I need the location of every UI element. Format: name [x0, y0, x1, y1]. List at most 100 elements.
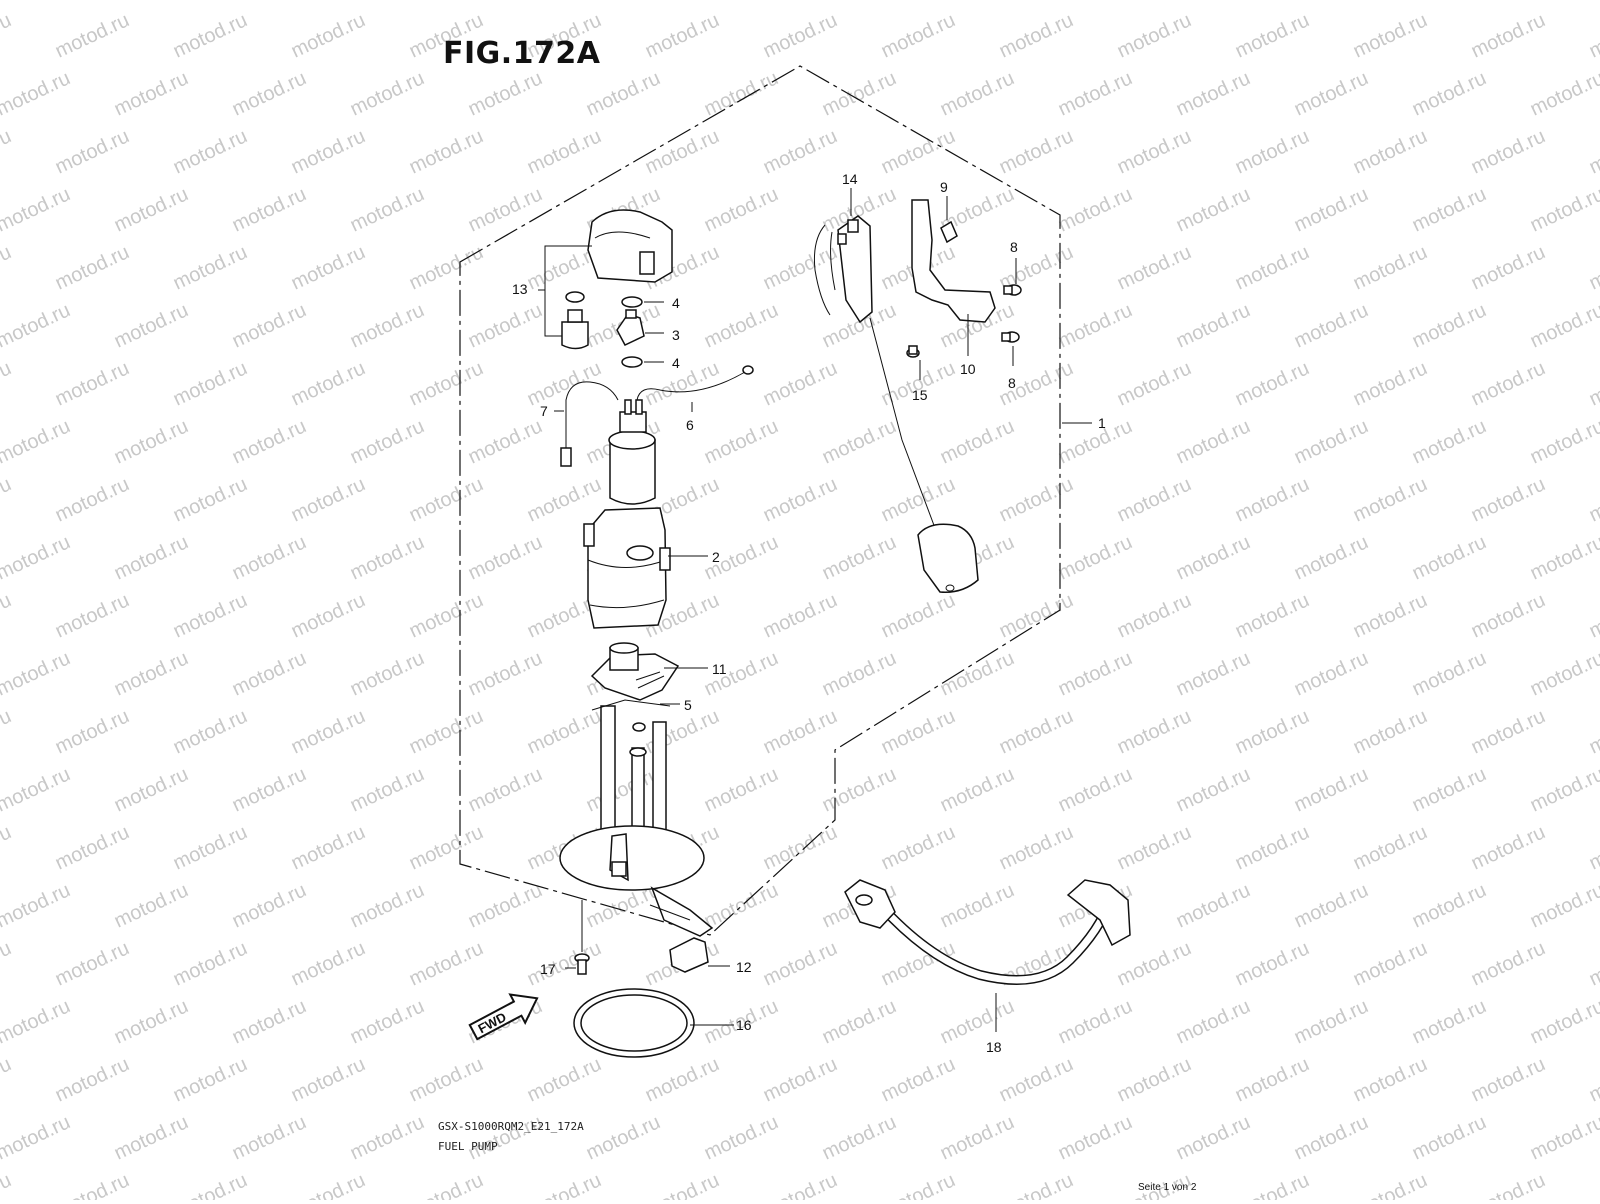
watermark-text: motod.ru — [1114, 705, 1195, 758]
o-ring-4a — [621, 296, 643, 308]
watermark-text: motod.ru — [0, 1111, 74, 1164]
watermark-text: motod.ru — [1527, 1111, 1600, 1164]
watermark-text: motod.ru — [0, 1053, 15, 1106]
watermark-text: motod.ru — [52, 937, 133, 990]
watermark-text: motod.ru — [760, 125, 841, 178]
watermark-text: motod.ru — [347, 647, 428, 700]
watermark-text: motod.ru — [760, 1169, 841, 1200]
watermark-text: motod.ru — [1173, 67, 1254, 120]
watermark-text: motod.ru — [0, 879, 74, 932]
bolt-17 — [574, 953, 590, 975]
model-code: GSX-S1000RQM2_E21_172A — [438, 1120, 584, 1133]
watermark-text: motod.ru — [1291, 763, 1372, 816]
watermark-text: motod.ru — [465, 415, 546, 468]
watermark-text: motod.ru — [819, 415, 900, 468]
watermark-text: motod.ru — [1232, 589, 1313, 642]
watermark-text: motod.ru — [1586, 1053, 1600, 1106]
watermark-text: motod.ru — [524, 1053, 605, 1106]
pad-12 — [669, 937, 709, 973]
fuel-level-sender — [814, 215, 979, 593]
watermark-text: motod.ru — [760, 821, 841, 874]
watermark-text: motod.ru — [878, 1053, 959, 1106]
watermark-text: motod.ru — [642, 1169, 723, 1200]
watermark-text: motod.ru — [229, 299, 310, 352]
watermark-text: motod.ru — [937, 415, 1018, 468]
watermark-text: motod.ru — [52, 473, 133, 526]
watermark-text: motod.ru — [1173, 647, 1254, 700]
watermark-text: motod.ru — [996, 1053, 1077, 1106]
watermark-text: motod.ru — [0, 821, 15, 874]
watermark-text: motod.ru — [288, 1169, 369, 1200]
watermark-text: motod.ru — [0, 589, 15, 642]
watermark-text: motod.ru — [1173, 299, 1254, 352]
watermark-text: motod.ru — [937, 0, 1018, 5]
watermark-text: motod.ru — [1350, 589, 1431, 642]
watermark-text: motod.ru — [52, 1169, 133, 1200]
watermark-text: motod.ru — [288, 705, 369, 758]
watermark-text: motod.ru — [583, 67, 664, 120]
watermark-text: motod.ru — [1291, 1111, 1372, 1164]
watermark-text: motod.ru — [1291, 0, 1372, 5]
callout-18: 18 — [986, 1039, 1002, 1055]
pump-base-flange — [559, 699, 714, 937]
watermark-text: motod.ru — [1291, 415, 1372, 468]
watermark-text: motod.ru — [1055, 0, 1136, 5]
watermark-text: motod.ru — [229, 67, 310, 120]
watermark-text: motod.ru — [347, 0, 428, 5]
watermark-text: motod.ru — [1173, 183, 1254, 236]
watermark-text: motod.ru — [701, 299, 782, 352]
watermark-text: motod.ru — [878, 473, 959, 526]
watermark-text: motod.ru — [229, 415, 310, 468]
watermark-text: motod.ru — [1232, 357, 1313, 410]
watermark-text: motod.ru — [937, 763, 1018, 816]
watermark-text: motod.ru — [0, 357, 15, 410]
callout-7: 7 — [540, 403, 548, 419]
fuel-pump-motor — [608, 399, 656, 505]
watermark-text: motod.ru — [1409, 67, 1490, 120]
watermark-text: motod.ru — [701, 879, 782, 932]
watermark-text: motod.ru — [347, 879, 428, 932]
watermark-text: motod.ru — [1527, 647, 1600, 700]
watermark-text: motod.ru — [1232, 241, 1313, 294]
watermark-text: motod.ru — [52, 1053, 133, 1106]
callout-5: 5 — [684, 697, 692, 713]
watermark-text: motod.ru — [0, 995, 74, 1048]
callout-6: 6 — [686, 417, 694, 433]
watermark-text: motod.ru — [1350, 1053, 1431, 1106]
watermark-text: motod.ru — [1586, 241, 1600, 294]
watermark-text: motod.ru — [465, 879, 546, 932]
watermark-text: motod.ru — [111, 299, 192, 352]
bolt-8b — [1001, 331, 1020, 343]
watermark-text: motod.ru — [1173, 763, 1254, 816]
watermark-text: motod.ru — [1232, 9, 1313, 62]
watermark-text: motod.ru — [819, 647, 900, 700]
callout-4b: 4 — [672, 355, 680, 371]
watermark-text: motod.ru — [1114, 937, 1195, 990]
assembly-outline — [459, 65, 1061, 936]
watermark-text: motod.ru — [288, 937, 369, 990]
watermark-text: motod.ru — [996, 589, 1077, 642]
watermark-text: motod.ru — [52, 241, 133, 294]
watermark-text: motod.ru — [347, 763, 428, 816]
watermark-text: motod.ru — [0, 705, 15, 758]
watermark-text: motod.ru — [524, 473, 605, 526]
watermark-text: motod.ru — [1527, 0, 1600, 5]
watermark-text: motod.ru — [1232, 1169, 1313, 1200]
watermark-text: motod.ru — [52, 9, 133, 62]
watermark-text: motod.ru — [52, 821, 133, 874]
watermark-text: motod.ru — [701, 0, 782, 5]
watermark-text: motod.ru — [701, 415, 782, 468]
figure-title: FIG.172A — [443, 36, 601, 71]
callout-8b: 8 — [1008, 375, 1016, 391]
watermark-text: motod.ru — [878, 705, 959, 758]
watermark-text: motod.ru — [229, 183, 310, 236]
watermark-text: motod.ru — [701, 1111, 782, 1164]
pump-holder — [583, 507, 671, 629]
watermark-text: motod.ru — [52, 357, 133, 410]
watermark-text: motod.ru — [111, 763, 192, 816]
watermark-text: motod.ru — [465, 183, 546, 236]
watermark-text: motod.ru — [1409, 0, 1490, 5]
watermark-text: motod.ru — [0, 531, 74, 584]
watermark-text: motod.ru — [1055, 995, 1136, 1048]
section-name: FUEL PUMP — [438, 1140, 498, 1153]
